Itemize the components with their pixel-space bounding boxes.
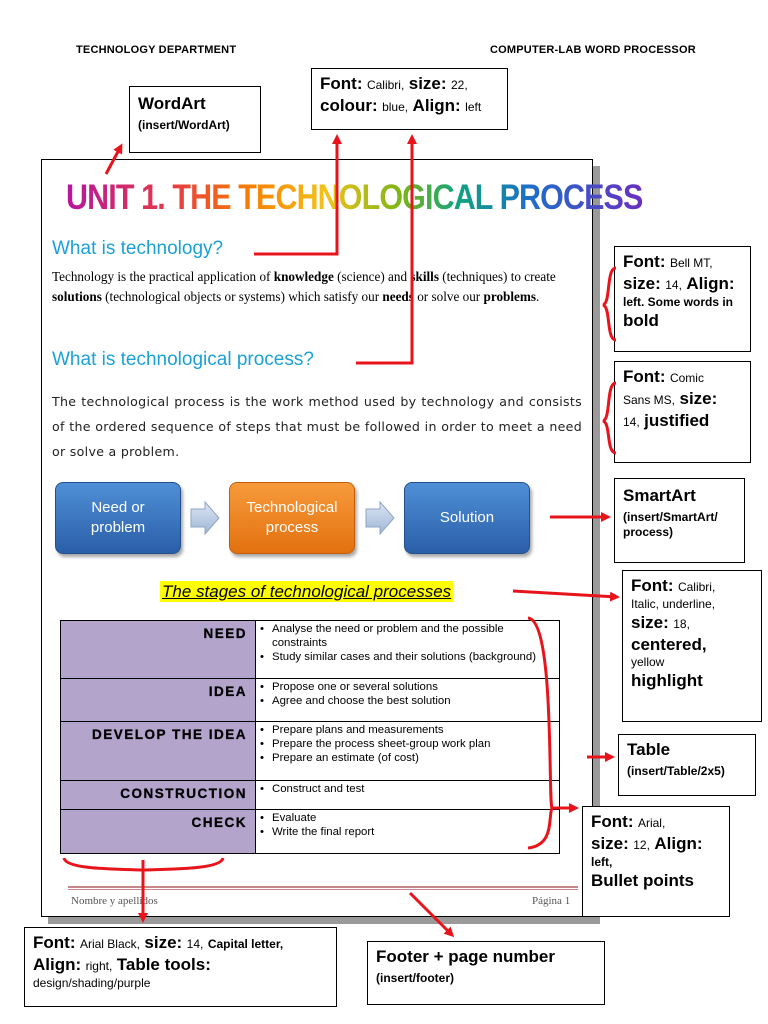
arrow-to-calibri	[356, 134, 417, 365]
callout-calibri: Font: Calibri, size: 22, colour: blue, A…	[311, 68, 508, 130]
brace-stage-labels	[62, 857, 225, 872]
table-row: DEVELOP THE IDEA •Prepare plans and meas…	[60, 721, 560, 781]
wordart-title: UNIT 1. THE TECHNOLOGICAL PROCESS	[66, 178, 643, 217]
course-header: COMPUTER-LAB WORD PROCESSOR	[490, 44, 696, 56]
arrow-to-wordart	[104, 143, 123, 175]
chevron-arrow-icon	[190, 500, 220, 536]
stage-items: •Prepare plans and measurements •Prepare…	[255, 721, 560, 781]
callout-comic: Font: Comic Sans MS, size: 14, justified	[614, 361, 751, 463]
department-header: TECHNOLOGY DEPARTMENT	[76, 44, 237, 56]
brace-table-bullets	[527, 616, 554, 850]
stage-label: CONSTRUCTION	[60, 780, 256, 810]
callout-calibri-italic: Font: Calibri, Italic, underline, size: …	[622, 570, 762, 722]
callout-arial: Font: Arial, size: 12, Align: left, Bull…	[582, 806, 730, 917]
stages-table: NEED •Analyse the need or problem and th…	[60, 620, 560, 854]
footer-page-number: Página 1	[532, 895, 571, 907]
stage-items: •Evaluate •Write the final report	[255, 809, 560, 854]
stage-label: NEED	[60, 620, 256, 679]
callout-arialblack: Font: Arial Black, size: 14, Capital let…	[24, 927, 337, 1007]
technology-paragraph: Technology is the practical application …	[52, 269, 556, 304]
smartart-process-box: Technological process	[229, 482, 355, 554]
stage-label: CHECK	[60, 809, 256, 854]
brace-bell-mt	[602, 266, 617, 342]
footer-rule	[68, 889, 578, 890]
process-paragraph: The technological process is the work me…	[52, 394, 582, 459]
stages-title: The stages of technological processes	[160, 581, 454, 602]
callout-bellmt: Font: Bell MT, size: 14, Align: left. So…	[614, 246, 751, 352]
brace-comic	[602, 381, 617, 455]
table-row: CHECK •Evaluate •Write the final report	[60, 809, 560, 854]
smartart-need-box: Need or problem	[55, 482, 181, 554]
callout-table: Table (insert/Table/2x5)	[618, 734, 756, 796]
arrow-to-calibri	[254, 134, 342, 256]
stage-items: •Analyse the need or problem and the pos…	[255, 620, 560, 679]
footer-rule	[68, 886, 578, 888]
callout-footer: Footer + page number (insert/footer)	[367, 941, 605, 1005]
heading-what-is-technology: What is technology?	[52, 238, 224, 259]
callout-wordart: WordArt (insert/WordArt)	[129, 86, 261, 153]
smartart-solution-box: Solution	[404, 482, 530, 554]
footer-name: Nombre y apellidos	[71, 895, 158, 907]
chevron-arrow-icon	[365, 500, 395, 536]
heading-what-is-technological-process: What is technological process?	[52, 349, 314, 370]
callout-smartart: SmartArt (insert/SmartArt/ process)	[614, 478, 745, 563]
stage-label: DEVELOP THE IDEA	[60, 721, 256, 781]
arrow-to-stages-callout	[512, 589, 620, 602]
table-row: NEED •Analyse the need or problem and th…	[60, 620, 560, 679]
arrow-to-footer	[408, 891, 455, 938]
